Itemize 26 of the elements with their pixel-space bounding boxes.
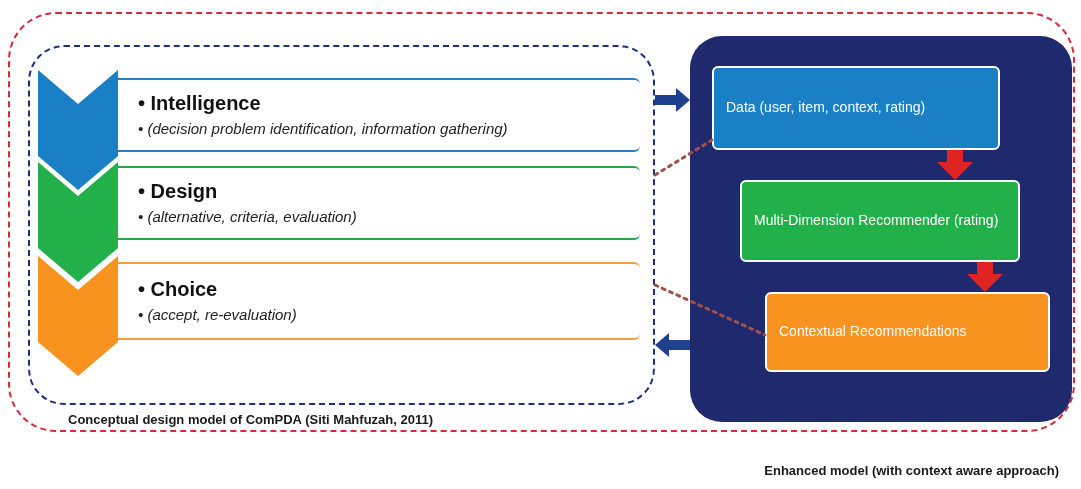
phase-title: • Intelligence bbox=[138, 91, 261, 117]
enhanced-model-region bbox=[8, 12, 1075, 480]
block-arrow bbox=[967, 262, 1003, 292]
phase-box bbox=[118, 262, 640, 340]
process-box bbox=[740, 180, 1020, 262]
dotted-connector bbox=[653, 138, 714, 177]
phase-box bbox=[118, 166, 640, 240]
dotted-connector bbox=[653, 283, 767, 337]
phase-description: • (decision problem identification, information gathering) bbox=[138, 120, 508, 139]
region-caption: Conceptual design model of ComPDA (Siti Mahfuzah, 2011) bbox=[68, 410, 433, 429]
process-box bbox=[712, 66, 1000, 150]
block-arrow bbox=[937, 150, 973, 180]
phase-description: • (alternative, criteria, evaluation) bbox=[138, 208, 357, 227]
process-label: Data (user, item, context, rating) bbox=[726, 98, 926, 118]
region-caption: Enhanced model (with context aware approach) bbox=[764, 461, 1059, 480]
phase-title: • Design bbox=[138, 179, 218, 205]
phase-description: • (accept, re-evaluation) bbox=[138, 306, 297, 325]
process-label: Multi-Dimension Recommender (rating) bbox=[754, 211, 999, 231]
block-arrow bbox=[655, 88, 690, 112]
process-box bbox=[765, 292, 1050, 372]
phase-title: • Choice bbox=[138, 277, 218, 303]
phase-box bbox=[118, 78, 640, 152]
conceptual-model-region bbox=[28, 45, 655, 429]
model-panel bbox=[690, 36, 1072, 422]
process-label: Contextual Recommendations bbox=[779, 322, 967, 342]
block-arrow bbox=[655, 333, 690, 357]
